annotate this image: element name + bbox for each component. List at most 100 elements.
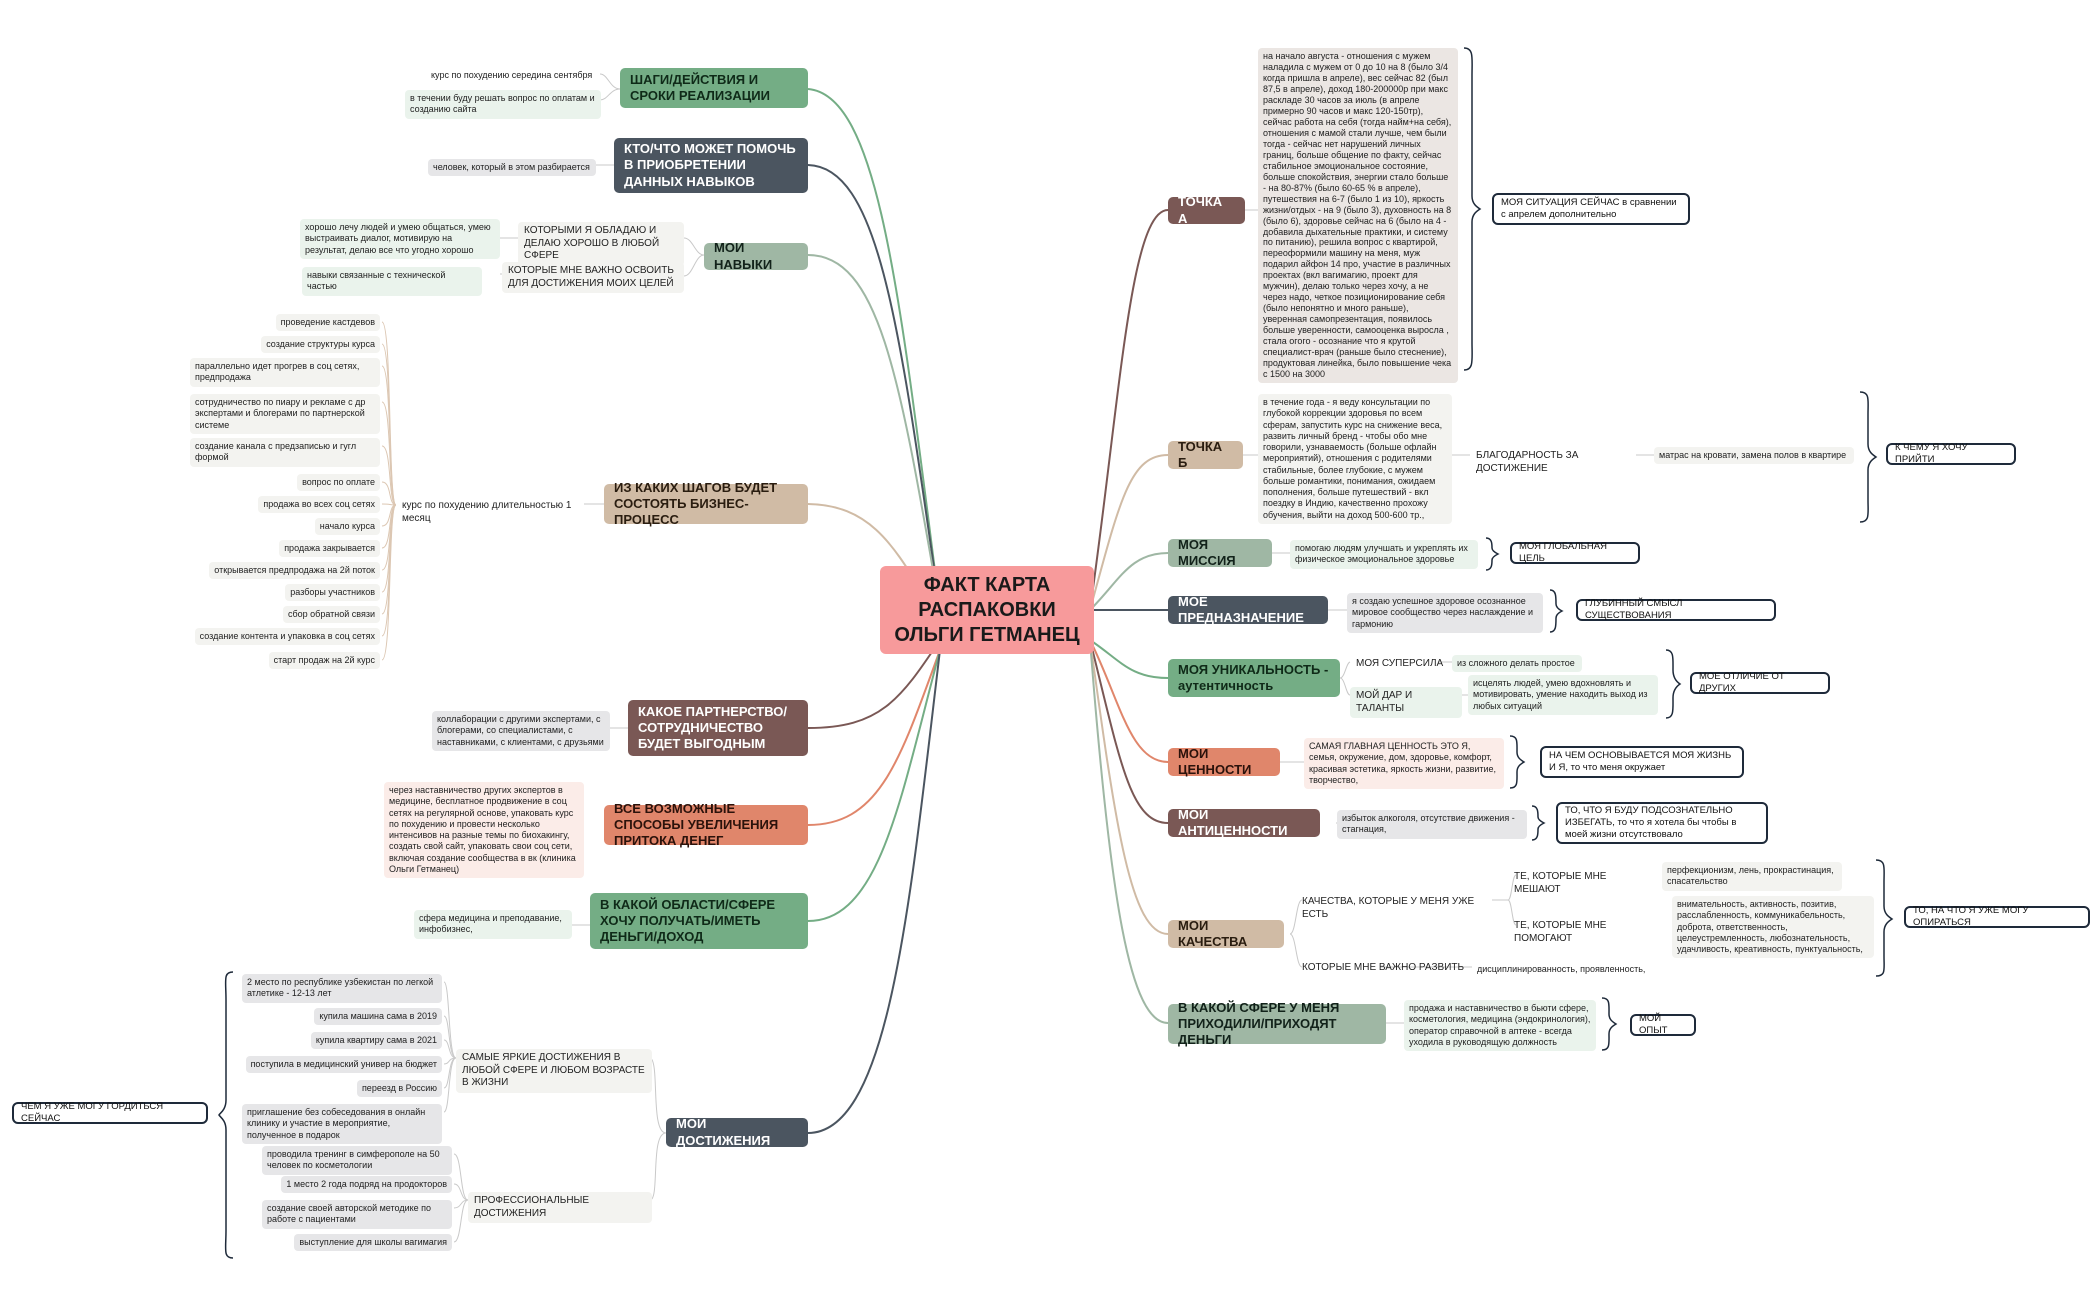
list-item[interactable]: 2 место по республике узбекистан по легк… [242,974,442,1003]
main-topic-sphere[interactable]: В КАКОЙ ОБЛАСТИ/СФЕРЕ ХОЧУ ПОЛУЧАТЬ/ИМЕТ… [590,893,808,949]
summary-qualities[interactable]: ТО, НА ЧТО Я УЖЕ МОГУ ОПИРАТЬСЯ [1904,905,2090,928]
list-item[interactable]: купила квартиру сама в 2021 [310,1032,442,1050]
connector-line [381,503,397,506]
summary-label: ЧЕМ Я УЖЕ МОГУ ГОРДИТЬСЯ СЕЙЧАС [21,1101,164,1124]
summary-point-a[interactable]: МОЯ СИТУАЦИЯ СЕЙЧАС в сравнении с апреле… [1492,193,1690,225]
main-topic-label: МОЯ МИССИЯ [1178,536,1236,568]
main-topic-qualities[interactable]: МОИ КАЧЕСТВА [1168,918,1284,949]
summary-label: МОЯ СИТУАЦИЯ СЕЙЧАС в сравнении с апреле… [1501,197,1677,220]
central-topic-line: ФАКТ КАРТА [923,573,1051,596]
leaf-text[interactable]: в течение года - я веду консультации по … [1258,394,1452,524]
qualities-develop-label[interactable]: КОТОРЫЕ МНЕ ВАЖНО РАЗВИТЬ [1302,962,1465,973]
list-item[interactable]: сбор обратной связи [283,606,380,624]
leaf-text[interactable]: человек, который в этом разбирается [428,159,596,177]
connector-line [1089,639,1169,763]
list-item[interactable]: создание своей авторской методике по раб… [262,1200,452,1229]
list-item[interactable]: поступила в медицинский универ на бюджет [245,1056,442,1074]
main-topic-antivalues[interactable]: МОИ АНТИЦЕННОСТИ [1168,807,1320,838]
list-item[interactable]: создание канала с предзаписью и гугл фор… [190,438,380,467]
summary-values[interactable]: НА ЧЕМ ОСНОВЫВАЕТСЯ МОЯ ЖИЗНЬ И Я, то чт… [1540,746,1744,778]
list-item[interactable]: создание структуры курса [261,336,380,354]
list-item[interactable]: вопрос по оплате [297,474,380,492]
list-item[interactable]: параллельно идет прогрев в соц сетях, пр… [190,358,380,387]
main-topic-purpose[interactable]: МОЕ ПРЕДНАЗНАЧЕНИЕ [1168,594,1328,625]
connector-line [1089,639,1169,824]
list-item[interactable]: разборы участников [285,584,380,602]
qualities-help-label[interactable]: ТЕ, КОТОРЫЕ МНЕ ПОМОГАЮТ [1514,920,1607,944]
mission-bracket [1485,537,1500,571]
leaf-text[interactable]: курс по похудению середина сентября [431,70,593,80]
leaf-text[interactable]: в течении буду решать вопрос по оплатам … [405,90,601,119]
list-item[interactable]: сотрудничество по пиару и рекламе с др э… [190,394,380,434]
list-item[interactable]: 1 место 2 года подряд на продокторов [281,1176,452,1194]
leaf-text[interactable]: навыки связанные с технической частью [302,267,482,296]
summary-label: ГЛУБИННЫЙ СМЫСЛ СУЩЕСТВОВАНИЯ [1585,598,1683,621]
skills-need-label[interactable]: КОТОРЫЕ МНЕ ВАЖНО ОСВОИТЬ ДЛЯ ДОСТИЖЕНИЯ… [502,262,684,293]
list-item[interactable]: проведение кастдевов [275,314,380,332]
list-item[interactable]: выступление для школы вагимагия [294,1234,452,1252]
list-item[interactable]: продажа закрывается [279,540,380,558]
main-topic-mission[interactable]: МОЯ МИССИЯ [1168,536,1272,568]
skills-have-label[interactable]: КОТОРЫМИ Я ОБЛАДАЮ И ДЕЛАЮ ХОРОШО В ЛЮБО… [518,222,684,266]
summary-uniqueness[interactable]: МОЕ ОТЛИЧИЕ ОТ ДРУГИХ [1690,671,1830,694]
summary-achievements[interactable]: ЧЕМ Я УЖЕ МОГУ ГОРДИТЬСЯ СЕЙЧАС [12,1101,208,1124]
leaf-text[interactable]: внимательность, активность, позитив, рас… [1672,896,1874,959]
bracket-shape [1531,805,1546,841]
list-item[interactable]: продажа во всех соц сетях [258,496,380,514]
leaf-text[interactable]: коллаборации с другими экспертами, с бло… [432,711,610,751]
leaf-text[interactable]: дисциплинированность, проявленность, [1477,964,1646,974]
main-topic-point-b[interactable]: ТОЧКА Б [1168,439,1243,470]
main-topic-point-a[interactable]: ТОЧКА А [1168,194,1245,226]
leaf-text[interactable]: на начало августа - отношения с мужем на… [1258,48,1458,384]
gift-label[interactable]: МОЙ ДАР И ТАЛАНТЫ [1350,687,1462,718]
summary-mission[interactable]: МОЯ ГЛОБАЛЬНАЯ ЦЕЛЬ [1510,541,1640,564]
main-topic-uniqueness[interactable]: МОЯ УНИКАЛЬНОСТЬ - аутентичность [1168,659,1340,697]
leaf-text[interactable]: через наставничество других экспертов в … [384,782,584,878]
leaf-text[interactable]: исцелять людей, умею вдохновлять и мотив… [1468,675,1658,715]
leaf-text[interactable]: матрас на кровати, замена полов в кварти… [1654,447,1854,465]
main-topic-label: МОИ ЦЕННОСТИ [1178,745,1252,777]
leaf-text[interactable]: из сложного делать простое [1452,655,1582,673]
summary-experience[interactable]: МОЙ ОПЫТ [1630,1013,1696,1036]
main-topic-process[interactable]: ИЗ КАКИХ ШАГОВ БУДЕТ СОСТОЯТЬ БИЗНЕС-ПРО… [604,480,808,527]
list-item[interactable]: старт продаж на 2й курс [268,652,380,670]
main-topic-helper[interactable]: КТО/ЧТО МОЖЕТ ПОМОЧЬ В ПРИОБРЕТЕНИИ ДАНН… [614,138,808,193]
central-topic[interactable]: ФАКТ КАРТА РАСПАКОВКИ ОЛЬГИ ГЕТМАНЕЦ [880,566,1094,654]
main-topic-skills[interactable]: МОИ НАВЫКИ [704,240,808,272]
leaf-text[interactable]: я создаю успешное здоровое осознанное ми… [1347,593,1543,633]
gratitude-label[interactable]: БЛАГОДАРНОСТЬ ЗА ДОСТИЖЕНИЕ [1476,450,1579,474]
list-item[interactable]: купила машина сама в 2019 [314,1008,442,1026]
achievements-pro-label[interactable]: ПРОФЕССИОНАЛЬНЫЕ ДОСТИЖЕНИЯ [468,1192,652,1223]
leaf-text[interactable]: перфекционизм, лень, прокрастинация, спа… [1662,862,1842,891]
achievements-bright-label[interactable]: САМЫЕ ЯРКИЕ ДОСТИЖЕНИЯ В ЛЮБОЙ СФЕРЕ И Л… [456,1049,652,1093]
list-item[interactable]: приглашение без собеседования в онлайн к… [242,1104,442,1144]
leaf-text[interactable]: помогаю людям улучшать и укреплять их фи… [1290,540,1478,569]
main-topic-steps[interactable]: ШАГИ/ДЕЙСТВИЯ И СРОКИ РЕАЛИЗАЦИИ [620,68,808,108]
qualities-have-label[interactable]: КАЧЕСТВА, КОТОРЫЕ У МЕНЯ УЖЕ ЕСТЬ [1302,896,1475,920]
main-topic-values[interactable]: МОИ ЦЕННОСТИ [1168,745,1280,777]
main-topic-experience[interactable]: В КАКОЙ СФЕРЕ У МЕНЯ ПРИХОДИЛИ/ПРИХОДЯТ … [1168,1000,1386,1047]
list-item[interactable]: переезд в Россию [356,1080,442,1098]
list-item[interactable]: проводила тренинг в симферополе на 50 че… [262,1146,452,1175]
leaf-text[interactable]: хорошо лечу людей и умею общаться, умею … [300,219,500,259]
list-item[interactable]: открывается предпродажа на 2й поток [209,562,380,580]
connector-line [443,1015,457,1059]
leaf-text[interactable]: избыток алкоголя, отсутствие движения - … [1337,810,1527,839]
leaf-text[interactable]: сфера медицина и преподавание, инфобизне… [414,910,572,939]
list-item[interactable]: начало курса [314,518,380,536]
main-topic-money[interactable]: ВСЕ ВОЗМОЖНЫЕ СПОСОБЫ УВЕЛИЧЕНИЯ ПРИТОКА… [604,801,808,848]
leaf-text[interactable]: продажа и наставничество в бьюти сфере, … [1404,1000,1596,1051]
superpower-label[interactable]: МОЯ СУПЕРСИЛА [1356,658,1444,669]
connector-line [807,254,941,611]
summary-antivalues[interactable]: ТО, ЧТО Я БУДУ ПОДСОЗНАТЕЛЬНО ИЗБЕГАТЬ, … [1556,802,1768,844]
list-item[interactable]: создание контента и упаковка в соц сетях [194,628,380,646]
process-course-label[interactable]: курс по похудению длительностью 1 месяц [402,500,572,524]
main-topic-achievements[interactable]: МОИ ДОСТИЖЕНИЯ [666,1116,808,1148]
summary-point-b[interactable]: К ЧЕМУ Я ХОЧУ ПРИЙТИ [1886,442,2016,465]
main-topic-partners[interactable]: КАКОЕ ПАРТНЕРСТВО/ СОТРУДНИЧЕСТВО БУДЕТ … [628,700,808,756]
leaf-text[interactable]: САМАЯ ГЛАВНАЯ ЦЕННОСТЬ ЭТО Я, семья, окр… [1304,738,1504,789]
connector-line [807,649,941,922]
qualities-hinder-label[interactable]: ТЕ, КОТОРЫЕ МНЕ МЕШАЮТ [1514,871,1607,895]
summary-purpose[interactable]: ГЛУБИННЫЙ СМЫСЛ СУЩЕСТВОВАНИЯ [1576,598,1776,621]
